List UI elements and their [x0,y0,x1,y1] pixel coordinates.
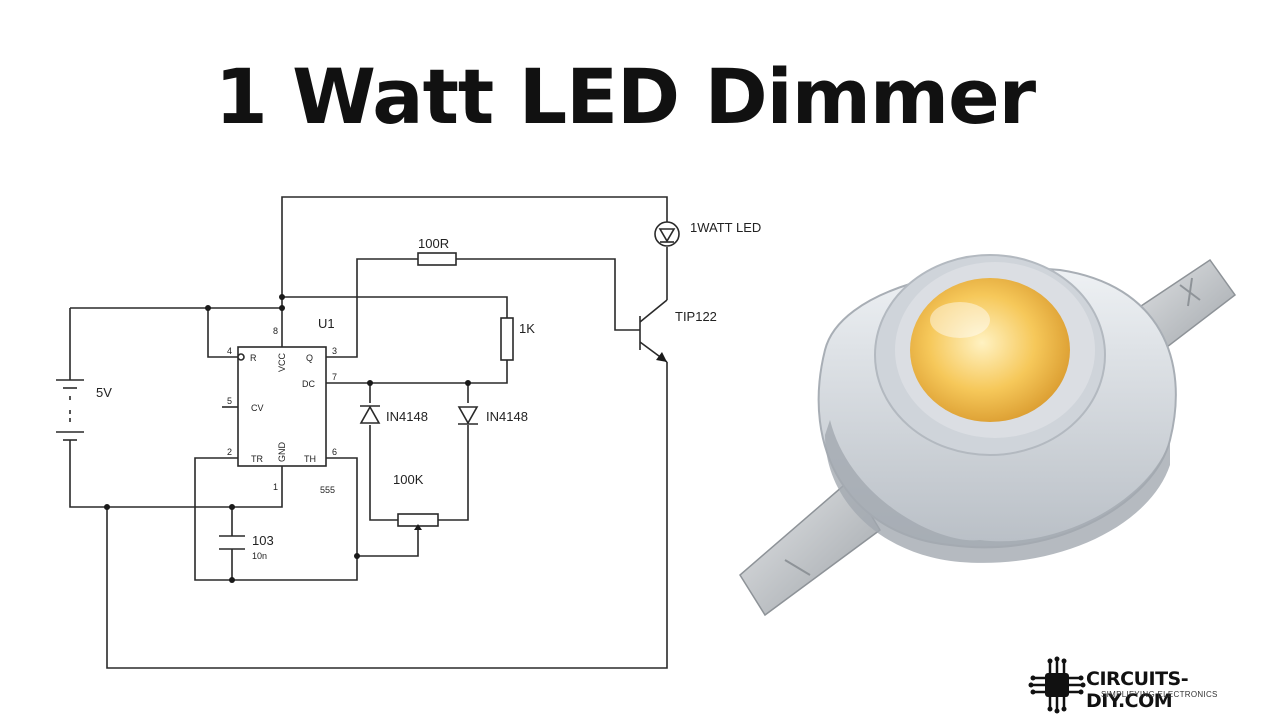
page-title: 1 Watt LED Dimmer [214,52,1036,141]
ic-type-label: 555 [320,485,335,495]
wire-wiper [357,527,419,557]
chip-logo-icon [1028,656,1086,714]
wire-d2-bottom [438,425,469,521]
pin-name-dc: DC [302,379,315,389]
transistor-label: TIP122 [675,309,717,324]
pin-number-1: 1 [273,482,278,492]
pin-number-5: 5 [227,396,232,406]
pin-number-7: 7 [332,372,337,382]
pot-wiper-arrow [414,524,422,530]
diode-right-label: IN4148 [486,409,528,424]
pin-number-2: 2 [227,447,232,457]
wire-base [456,258,640,331]
logo-name: CIRCUITS-DIY.COM [1086,668,1189,712]
pin-number-8: 8 [273,326,278,336]
ic-555-body [237,346,327,467]
transistor-tip122 [639,299,668,363]
capacitor-label: 103 [252,533,274,548]
ic-ref-label: U1 [318,316,335,331]
pin-number-3: 3 [332,346,337,356]
resistor-1k [500,317,514,361]
wire-dc [326,360,508,384]
pin-number-6: 6 [332,447,337,457]
circuit-schematic: R VCC Q DC CV TR GND TH 4 8 3 7 5 2 1 6 … [56,196,761,669]
led-symbol [654,221,680,247]
resistor-100r [417,252,457,266]
wire-bottom-return [106,362,668,669]
pin-name-vcc: VCC [277,352,287,372]
wire-d1-bottom [369,425,398,521]
pin-number-4: 4 [227,346,232,356]
pin-name-th: TH [304,454,316,464]
logo-tagline: SIMPLIFYING ELECTRONICS [1101,690,1218,699]
pin-name-gnd: GND [277,442,287,463]
site-logo[interactable]: CIRCUITS-DIY.COM SIMPLIFYING ELECTRONICS [1028,656,1268,716]
potentiometer-label: 100K [393,472,424,487]
battery-label: 5V [96,385,112,400]
wire-reset [207,308,238,358]
resistor-100r-label: 100R [418,236,449,251]
led-chip [910,278,1070,422]
wire-left-bottom [69,440,283,508]
pin-name-q: Q [306,353,313,363]
led-photo [739,254,1237,617]
wire-top-loop [281,196,668,297]
diode-right [457,406,479,425]
reset-bubble [237,353,245,361]
wire-th-tr-loop [194,457,358,581]
diode-left-label: IN4148 [386,409,428,424]
wire-q-out [326,258,418,358]
pin-name-cv: CV [251,403,264,413]
resistor-1k-label: 1K [519,321,535,336]
battery-symbol [56,379,84,441]
led-label: 1WATT LED [690,220,761,235]
pin-name-tr: TR [251,454,263,464]
capacitor-value: 10n [252,551,267,561]
wire-1k-top [282,296,508,318]
diode-left [359,405,381,424]
pin-name-r: R [250,353,257,363]
